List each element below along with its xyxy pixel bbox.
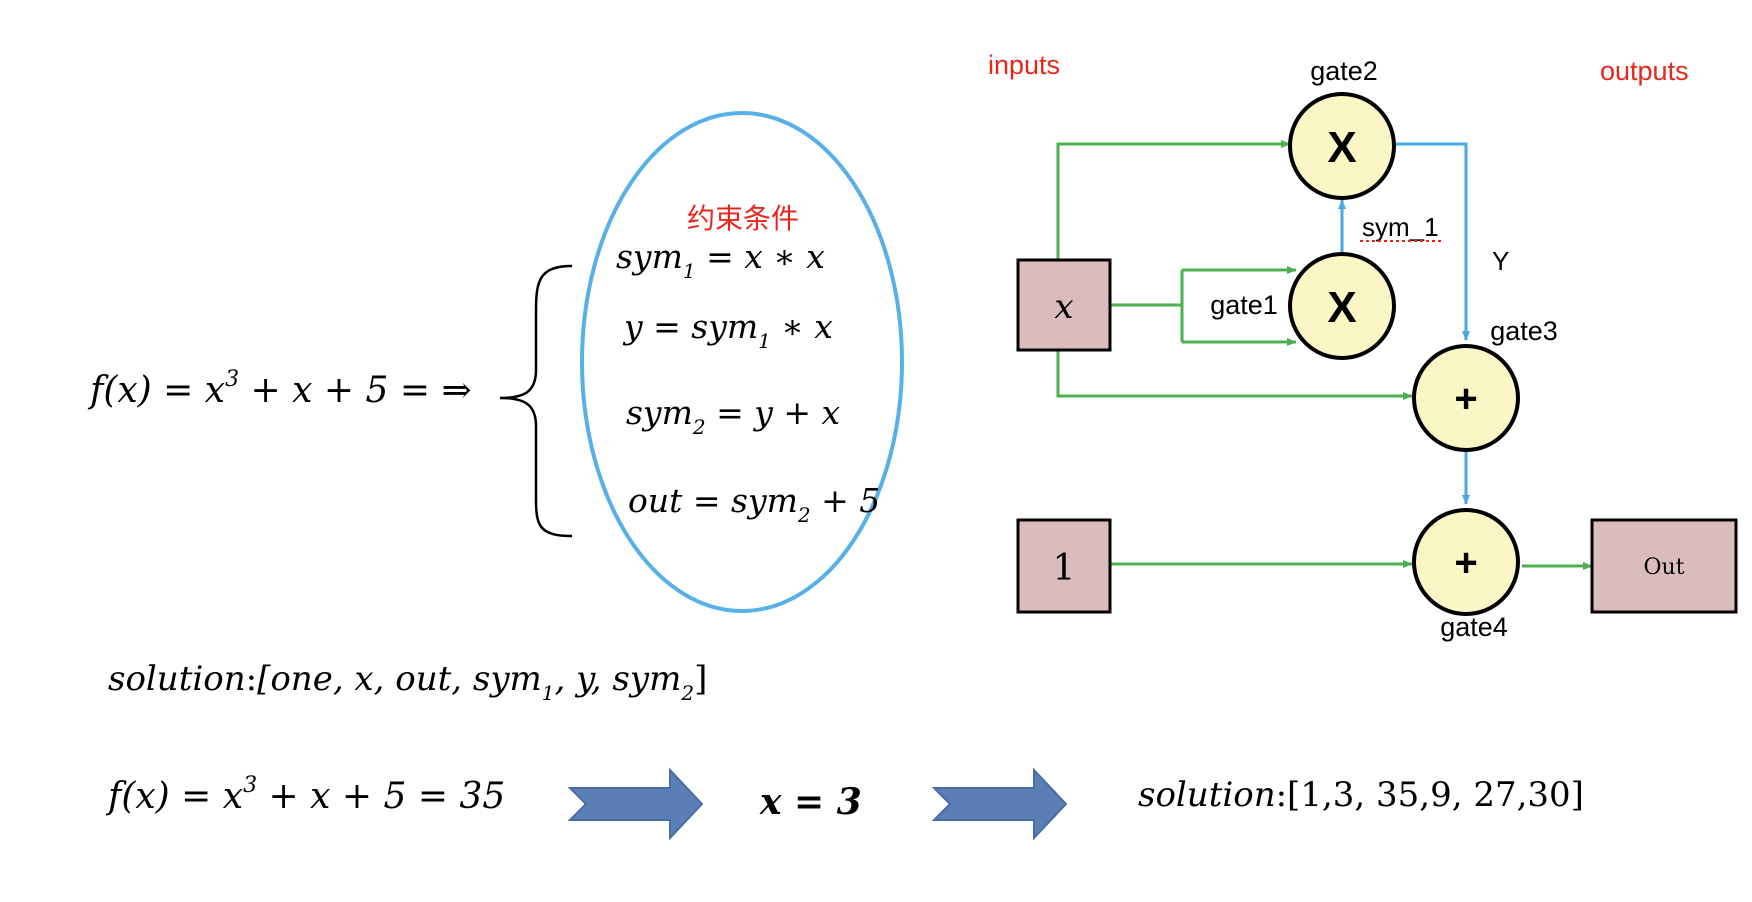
input-one-label: 1 (1053, 548, 1076, 589)
formula-rhs: + x + 5 = ⇒ (239, 370, 472, 411)
wire-x-to-gate3 (1056, 350, 1413, 400)
gate2-op: X (1327, 123, 1356, 172)
constraints-list: sym1 = x ∗ x y = sym1 ∗ x sym2 = y + x o… (616, 237, 880, 527)
y-wire-label: Y (1492, 246, 1509, 276)
constraint-1: sym1 = x ∗ x (616, 237, 825, 283)
outputs-label: outputs (1600, 56, 1689, 86)
inputs-label: inputs (988, 50, 1060, 80)
main-formula: f(x) = x3 + x + 5 = ⇒ (87, 367, 472, 411)
gate3: + gate3 (1412, 316, 1558, 452)
constraints-ellipse (580, 111, 904, 613)
formula-lhs: f(x) = x (87, 370, 225, 411)
bottom-formula: f(x) = x3 + x + 5 = 35 (105, 773, 505, 817)
constraint-4: out = sym2 + 5 (628, 481, 880, 527)
sym1-wire-label: sym_1 (1362, 212, 1439, 242)
gate1: X gate1 (1210, 252, 1396, 360)
svg-text:solution:[one, x, out, sym1, y: solution:[one, x, out, sym1, y, sym2] (108, 659, 707, 705)
output-label: Out (1643, 555, 1684, 580)
gate2-label: gate2 (1310, 56, 1378, 86)
gate1-label: gate1 (1210, 290, 1278, 320)
solution-vector: solution:[one, x, out, sym1, y, sym2] (108, 659, 707, 705)
blue-wires (1338, 142, 1470, 505)
x-value: x = 3 (759, 781, 862, 823)
gate3-label: gate3 (1490, 316, 1558, 346)
curly-brace (499, 264, 573, 538)
input-one-box (1016, 518, 1112, 614)
gate4-label: gate4 (1440, 612, 1508, 642)
formula-exponent: 3 (225, 367, 239, 392)
gate4-op: + (1454, 541, 1477, 585)
gate4: + gate4 (1412, 508, 1520, 642)
green-wires (1056, 140, 1593, 570)
wire-x-to-gate2 (1056, 140, 1291, 260)
svg-text:f(x) = x3 + x + 5 = 35: f(x) = x3 + x + 5 = 35 (105, 773, 505, 817)
constraint-2: y = sym1 ∗ x (622, 307, 833, 353)
gate3-op: + (1454, 377, 1477, 421)
block-arrow-1 (567, 767, 704, 841)
wire-gate2-to-gate3 (1396, 142, 1470, 341)
solution-values: solution:[1,3, 35,9, 27,30] (1138, 775, 1584, 815)
block-arrow-2 (931, 767, 1068, 841)
constraints-title: 约束条件 (687, 203, 799, 234)
output-box (1590, 518, 1738, 614)
gate1-op: X (1327, 283, 1356, 332)
gate2: X gate2 (1288, 56, 1396, 200)
input-x-box (1016, 258, 1112, 352)
svg-text:f(x) = x3 + x + 5 = ⇒: f(x) = x3 + x + 5 = ⇒ (87, 367, 472, 411)
constraint-3: sym2 = y + x (626, 393, 841, 439)
svg-text:solution:[1,3, 35,9, 27,30]: solution:[1,3, 35,9, 27,30] (1138, 775, 1584, 815)
input-x-label: x (1054, 287, 1073, 327)
